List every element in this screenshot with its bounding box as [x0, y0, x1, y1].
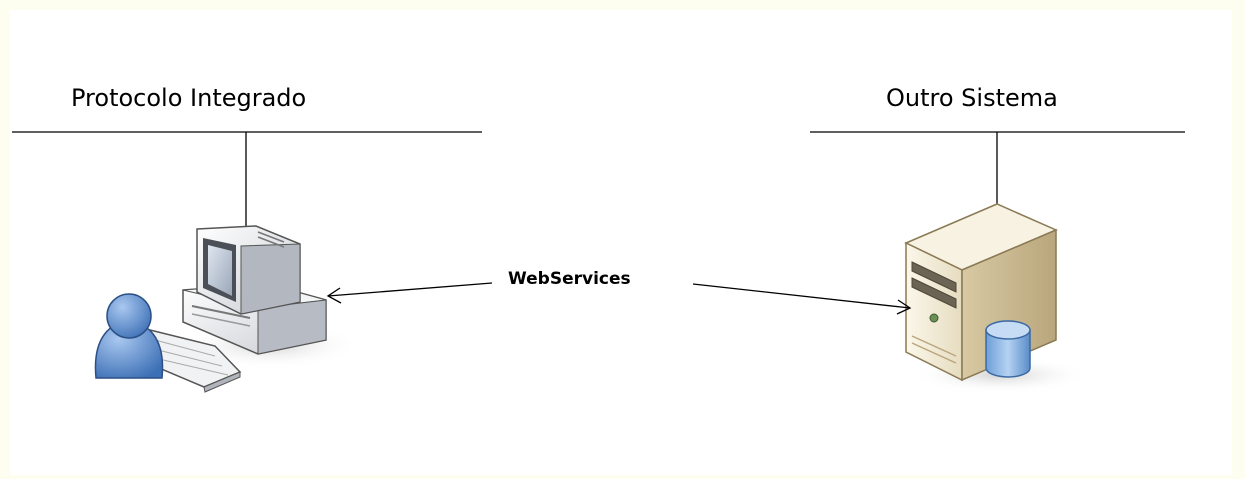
right-node — [810, 131, 1185, 393]
webservices-connection — [326, 282, 912, 315]
connection-line-right — [692, 283, 911, 309]
user-workstation-icon — [94, 225, 360, 393]
database-server-icon — [904, 203, 1090, 393]
connection-line-left — [327, 282, 493, 297]
right-node-title: Outro Sistema — [886, 84, 1058, 112]
left-node-title: Protocolo Integrado — [71, 84, 307, 112]
left-arrowhead — [326, 287, 342, 304]
connection-label: WebServices — [508, 269, 631, 289]
left-node — [12, 131, 482, 393]
right-arrowhead — [896, 299, 912, 315]
